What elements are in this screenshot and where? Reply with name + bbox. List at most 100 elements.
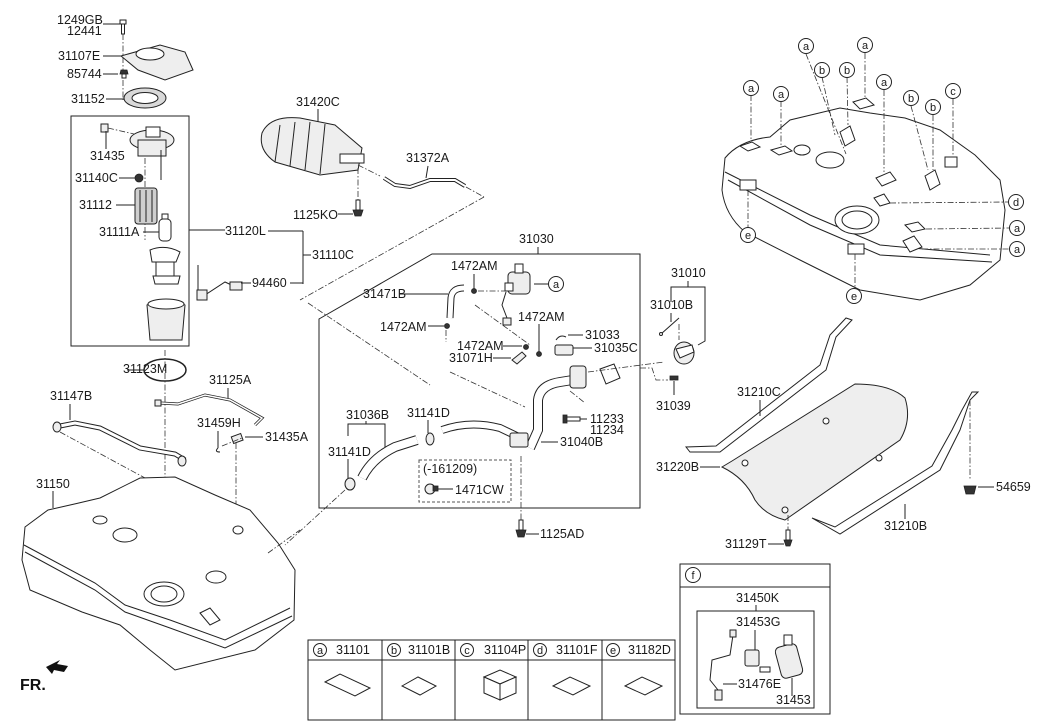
callout-a[interactable]: a [1009,220,1025,236]
callout-e[interactable]: e [740,227,756,243]
pad-e-1 [739,179,757,191]
callout-d[interactable]: d [1008,194,1024,210]
label-31030[interactable]: 31030 [519,232,554,246]
label-12441[interactable]: 12441 [67,24,102,38]
legend-part-31101B[interactable]: 31101B [408,643,450,657]
label-31120L[interactable]: 31120L [225,224,266,238]
label-11233[interactable]: 11233 [590,412,624,426]
label-31035C[interactable]: 31035C [594,341,638,355]
label-31450K[interactable]: 31450K [736,591,780,605]
callout-c[interactable]: c [945,83,961,99]
hose-clamp-icon [424,483,439,495]
svg-text:a: a [748,83,755,95]
label-94460[interactable]: 94460 [252,276,287,290]
canister-shape [260,117,365,176]
callout-a[interactable]: a [1009,241,1025,257]
label-31372A[interactable]: 31372A [406,151,450,165]
label-31141D-1[interactable]: 31141D [407,406,450,420]
nut-icon [963,485,977,495]
label-1125AD[interactable]: 1125AD [540,527,584,541]
callout-b[interactable]: b [814,62,830,78]
label-1472AM-3[interactable]: 1472AM [518,310,565,324]
callout-a[interactable]: a [548,276,564,292]
legend-part-31182D[interactable]: 31182D [628,643,671,657]
label-31420C[interactable]: 31420C [296,95,340,109]
callout-a[interactable]: a [798,38,814,54]
callout-a[interactable]: a [857,37,873,53]
svg-text:a: a [317,645,324,657]
label-31453G[interactable]: 31453G [736,615,780,629]
bolt-icon [352,199,364,217]
label-31150[interactable]: 31150 [36,477,70,491]
svg-text:c: c [950,86,956,98]
label-54659[interactable]: 54659 [996,480,1031,494]
label-31039[interactable]: 31039 [656,399,691,413]
label-31471B[interactable]: 31471B [363,287,406,301]
pad-e-icon [623,676,664,696]
label-1471CW[interactable]: 1471CW [455,483,504,497]
label-31107E[interactable]: 31107E [58,49,100,63]
pad-a-3 [852,97,876,110]
svg-text:a: a [1014,244,1021,256]
legend-part-31104P[interactable]: 31104P [484,643,526,657]
label-1472AM-4[interactable]: 1472AM [457,339,504,353]
label-31435[interactable]: 31435 [90,149,125,163]
label-31129T[interactable]: 31129T [725,537,767,551]
label-31111A[interactable]: 31111A [99,225,140,239]
screw-icon [669,375,679,381]
label-31071H[interactable]: 31071H [449,351,493,365]
label-31147B[interactable]: 31147B [50,389,92,403]
label-minus-161209[interactable]: (-161209) [423,462,477,476]
callout-a[interactable]: a [773,86,789,102]
fuel-pump-motor-shape [158,213,172,242]
label-31152[interactable]: 31152 [71,92,105,106]
label-31036B[interactable]: 31036B [346,408,389,422]
label-31459H[interactable]: 31459H [197,416,241,430]
label-31141D-2[interactable]: 31141D [328,445,371,459]
callout-b[interactable]: b [903,90,919,106]
label-31210B[interactable]: 31210B [884,519,927,533]
label-31125A[interactable]: 31125A [209,373,252,387]
label-31123M[interactable]: 31123M [123,362,167,376]
label-1125KO[interactable]: 1125KO [293,208,338,222]
callout-b[interactable]: b [839,62,855,78]
pads-legend-table: a 31101 b 31101B c 31104P d 31101F [307,639,676,721]
fuel-cap-shape [673,341,695,365]
label-11234[interactable]: 11234 [590,423,624,437]
label-31435A[interactable]: 31435A [265,430,309,444]
label-1472AM-1[interactable]: 1472AM [451,259,498,273]
tank-straps-group: 31210C 31220B 31210B 54659 31129T [656,317,1031,551]
label-31210C[interactable]: 31210C [737,385,781,399]
svg-text:a: a [553,279,560,291]
pad-c [944,156,958,168]
label-31033[interactable]: 31033 [585,328,620,342]
label-31010[interactable]: 31010 [671,266,706,280]
fuel-pump-assembly-group: 31435 31140C 31112 31111A 31120L [70,115,354,347]
pad-e-2 [847,243,865,255]
svg-text:e: e [745,230,751,242]
callout-f[interactable]: f [691,570,695,582]
label-31110C[interactable]: 31110C [312,248,354,262]
callout-a[interactable]: a [743,80,759,96]
cover-stack-group: 1249GB 12441 31107E 85744 31152 [57,13,194,109]
callout-e[interactable]: e [846,288,862,304]
label-31220B[interactable]: 31220B [656,460,699,474]
label-1472AM-2[interactable]: 1472AM [380,320,427,334]
label-31476E[interactable]: 31476E [738,677,781,691]
label-31010B[interactable]: 31010B [650,298,693,312]
label-1249GB[interactable]: 1249GB [57,13,103,27]
label-31453[interactable]: 31453 [776,693,811,707]
label-85744[interactable]: 85744 [67,67,102,81]
callout-a[interactable]: a [876,74,892,90]
legend-part-31101F[interactable]: 31101F [556,643,598,657]
legend-part-31101[interactable]: 31101 [336,643,370,657]
front-arrow-icon [46,660,68,674]
callout-b[interactable]: b [925,99,941,115]
pad-a-4 [875,171,897,187]
label-31140C[interactable]: 31140C [75,171,118,185]
label-31112[interactable]: 31112 [79,198,112,212]
filler-neck-box [318,253,641,509]
label-31040B[interactable]: 31040B [560,435,603,449]
hose-clamp-icon [344,477,356,491]
hose-clamp-icon [425,432,435,446]
